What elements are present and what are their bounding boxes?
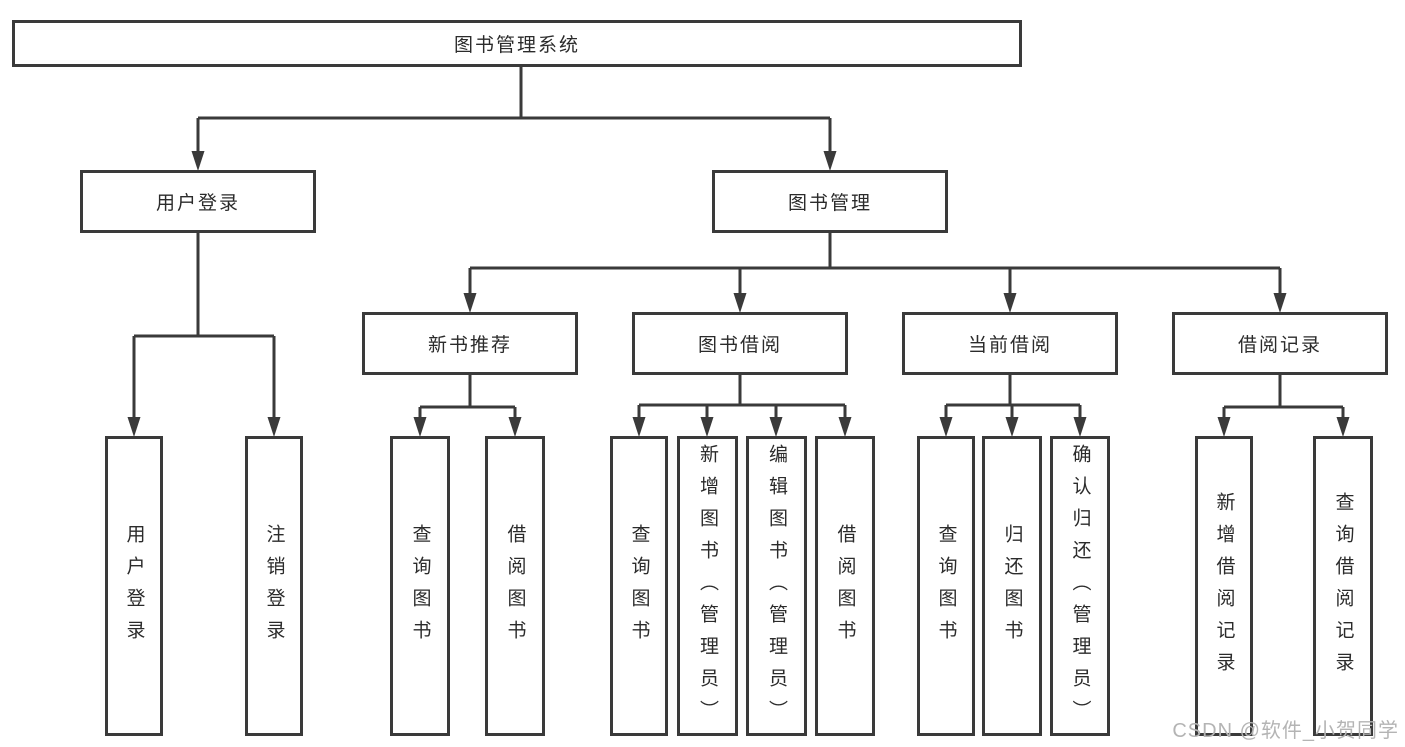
- leaf-return-books: 归还图书: [982, 436, 1042, 736]
- leaf-logout: 注销登录: [245, 436, 303, 736]
- leaf-borrowing-query-books: 查询图书: [610, 436, 668, 736]
- node-system-root: 图书管理系统: [12, 20, 1022, 67]
- leaf-add-books-admin: 新增图书（管理员）: [677, 436, 738, 736]
- node-book-management: 图书管理: [712, 170, 948, 233]
- csdn-watermark: CSDN @软件_小贺同学: [1172, 720, 1399, 742]
- leaf-confirm-return-admin: 确认归还（管理员）: [1050, 436, 1110, 736]
- node-book-borrowing: 图书借阅: [632, 312, 848, 375]
- leaf-query-borrow-record: 查询借阅记录: [1313, 436, 1373, 736]
- node-current-borrowing: 当前借阅: [902, 312, 1118, 375]
- node-borrowing-records: 借阅记录: [1172, 312, 1388, 375]
- leaf-recommend-borrow-books: 借阅图书: [485, 436, 545, 736]
- node-user-login: 用户登录: [80, 170, 316, 233]
- leaf-edit-books-admin: 编辑图书（管理员）: [746, 436, 807, 736]
- leaf-borrow-books: 借阅图书: [815, 436, 875, 736]
- node-new-book-recommendation: 新书推荐: [362, 312, 578, 375]
- leaf-user-login: 用户登录: [105, 436, 163, 736]
- leaf-recommend-query-books: 查询图书: [390, 436, 450, 736]
- leaf-add-borrow-record: 新增借阅记录: [1195, 436, 1253, 736]
- leaf-current-query-books: 查询图书: [917, 436, 975, 736]
